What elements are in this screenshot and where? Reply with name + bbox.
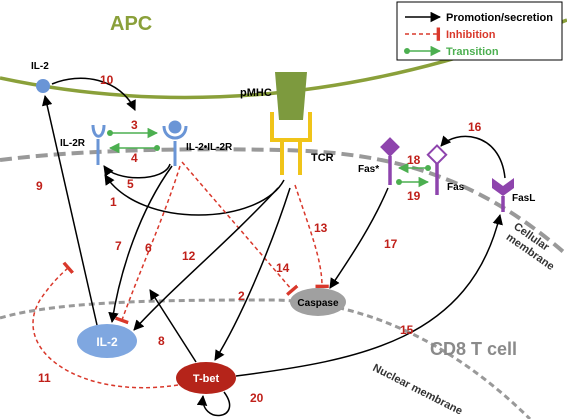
num-16: 16	[468, 120, 482, 134]
num-1: 1	[110, 195, 117, 209]
caspase-node	[290, 288, 346, 316]
il2-gene-node	[77, 324, 137, 358]
fas-active-receptor	[380, 137, 400, 185]
arrow-10	[51, 77, 136, 111]
il2r-receptor	[91, 124, 106, 165]
il2-free-label: IL-2	[31, 61, 49, 72]
il2r-label: IL-2R	[60, 138, 86, 149]
num-5: 5	[127, 177, 134, 191]
num-18: 18	[407, 153, 421, 167]
arrow-15	[235, 213, 503, 377]
il2-gene-label: IL-2	[96, 335, 118, 349]
cd8-label: CD8 T cell	[430, 339, 517, 359]
apc-label: APC	[110, 13, 152, 35]
num-15: 15	[400, 323, 414, 337]
num-8: 8	[158, 334, 165, 348]
tbet-label: T-bet	[193, 373, 220, 385]
arrow-20	[196, 391, 231, 417]
il2-il2r-label: IL-2•IL-2R	[186, 142, 233, 153]
arrow-9	[41, 94, 98, 326]
num-4: 4	[131, 151, 138, 165]
arrow-16	[440, 135, 506, 179]
num-12: 12	[182, 249, 196, 263]
legend-inhibition-label: Inhibition	[446, 29, 496, 41]
arrow-2	[214, 187, 291, 361]
fas-receptor	[426, 144, 448, 195]
num-6: 6	[145, 241, 152, 255]
legend: Promotion/secretion Inhibition Transitio…	[396, 1, 563, 61]
num-19: 19	[407, 189, 421, 203]
arrow-13	[294, 184, 329, 289]
fasl-ligand	[492, 178, 514, 212]
arrow-5	[103, 163, 171, 179]
num-3: 3	[131, 118, 138, 132]
nuclear-membrane-label: Nuclear membrane	[371, 362, 465, 418]
num-17: 17	[384, 237, 398, 251]
arrow-8	[149, 289, 197, 363]
num-11: 11	[38, 371, 51, 385]
tcr-receptor	[270, 112, 312, 175]
num-20: 20	[250, 391, 264, 405]
num-14: 14	[276, 261, 290, 275]
fasl-label: FasL	[512, 193, 535, 204]
il2-il2r-receptor	[162, 120, 188, 166]
tbet-node	[176, 362, 236, 394]
legend-transition-label: Transition	[446, 46, 499, 58]
nuclear-membrane	[0, 298, 532, 419]
num-10: 10	[100, 73, 114, 87]
arrow-7	[108, 165, 173, 324]
arrow-17	[329, 187, 389, 289]
num-9: 9	[36, 179, 43, 193]
num-7: 7	[115, 239, 122, 253]
num-13: 13	[314, 221, 328, 235]
pmhc-molecule	[275, 72, 307, 120]
arrow-11	[32, 261, 179, 389]
il2-free-molecule	[36, 79, 50, 93]
fas-label: Fas	[447, 182, 465, 193]
fas-active-label: Fas*	[358, 164, 379, 175]
arrow-12	[133, 187, 279, 331]
pmhc-label: pMHC	[240, 87, 272, 99]
tcr-label: TCR	[311, 152, 334, 164]
arrow-14	[181, 161, 299, 296]
num-2: 2	[238, 289, 245, 303]
caspase-label: Caspase	[297, 298, 339, 309]
legend-promotion-label: Promotion/secretion	[446, 12, 553, 24]
